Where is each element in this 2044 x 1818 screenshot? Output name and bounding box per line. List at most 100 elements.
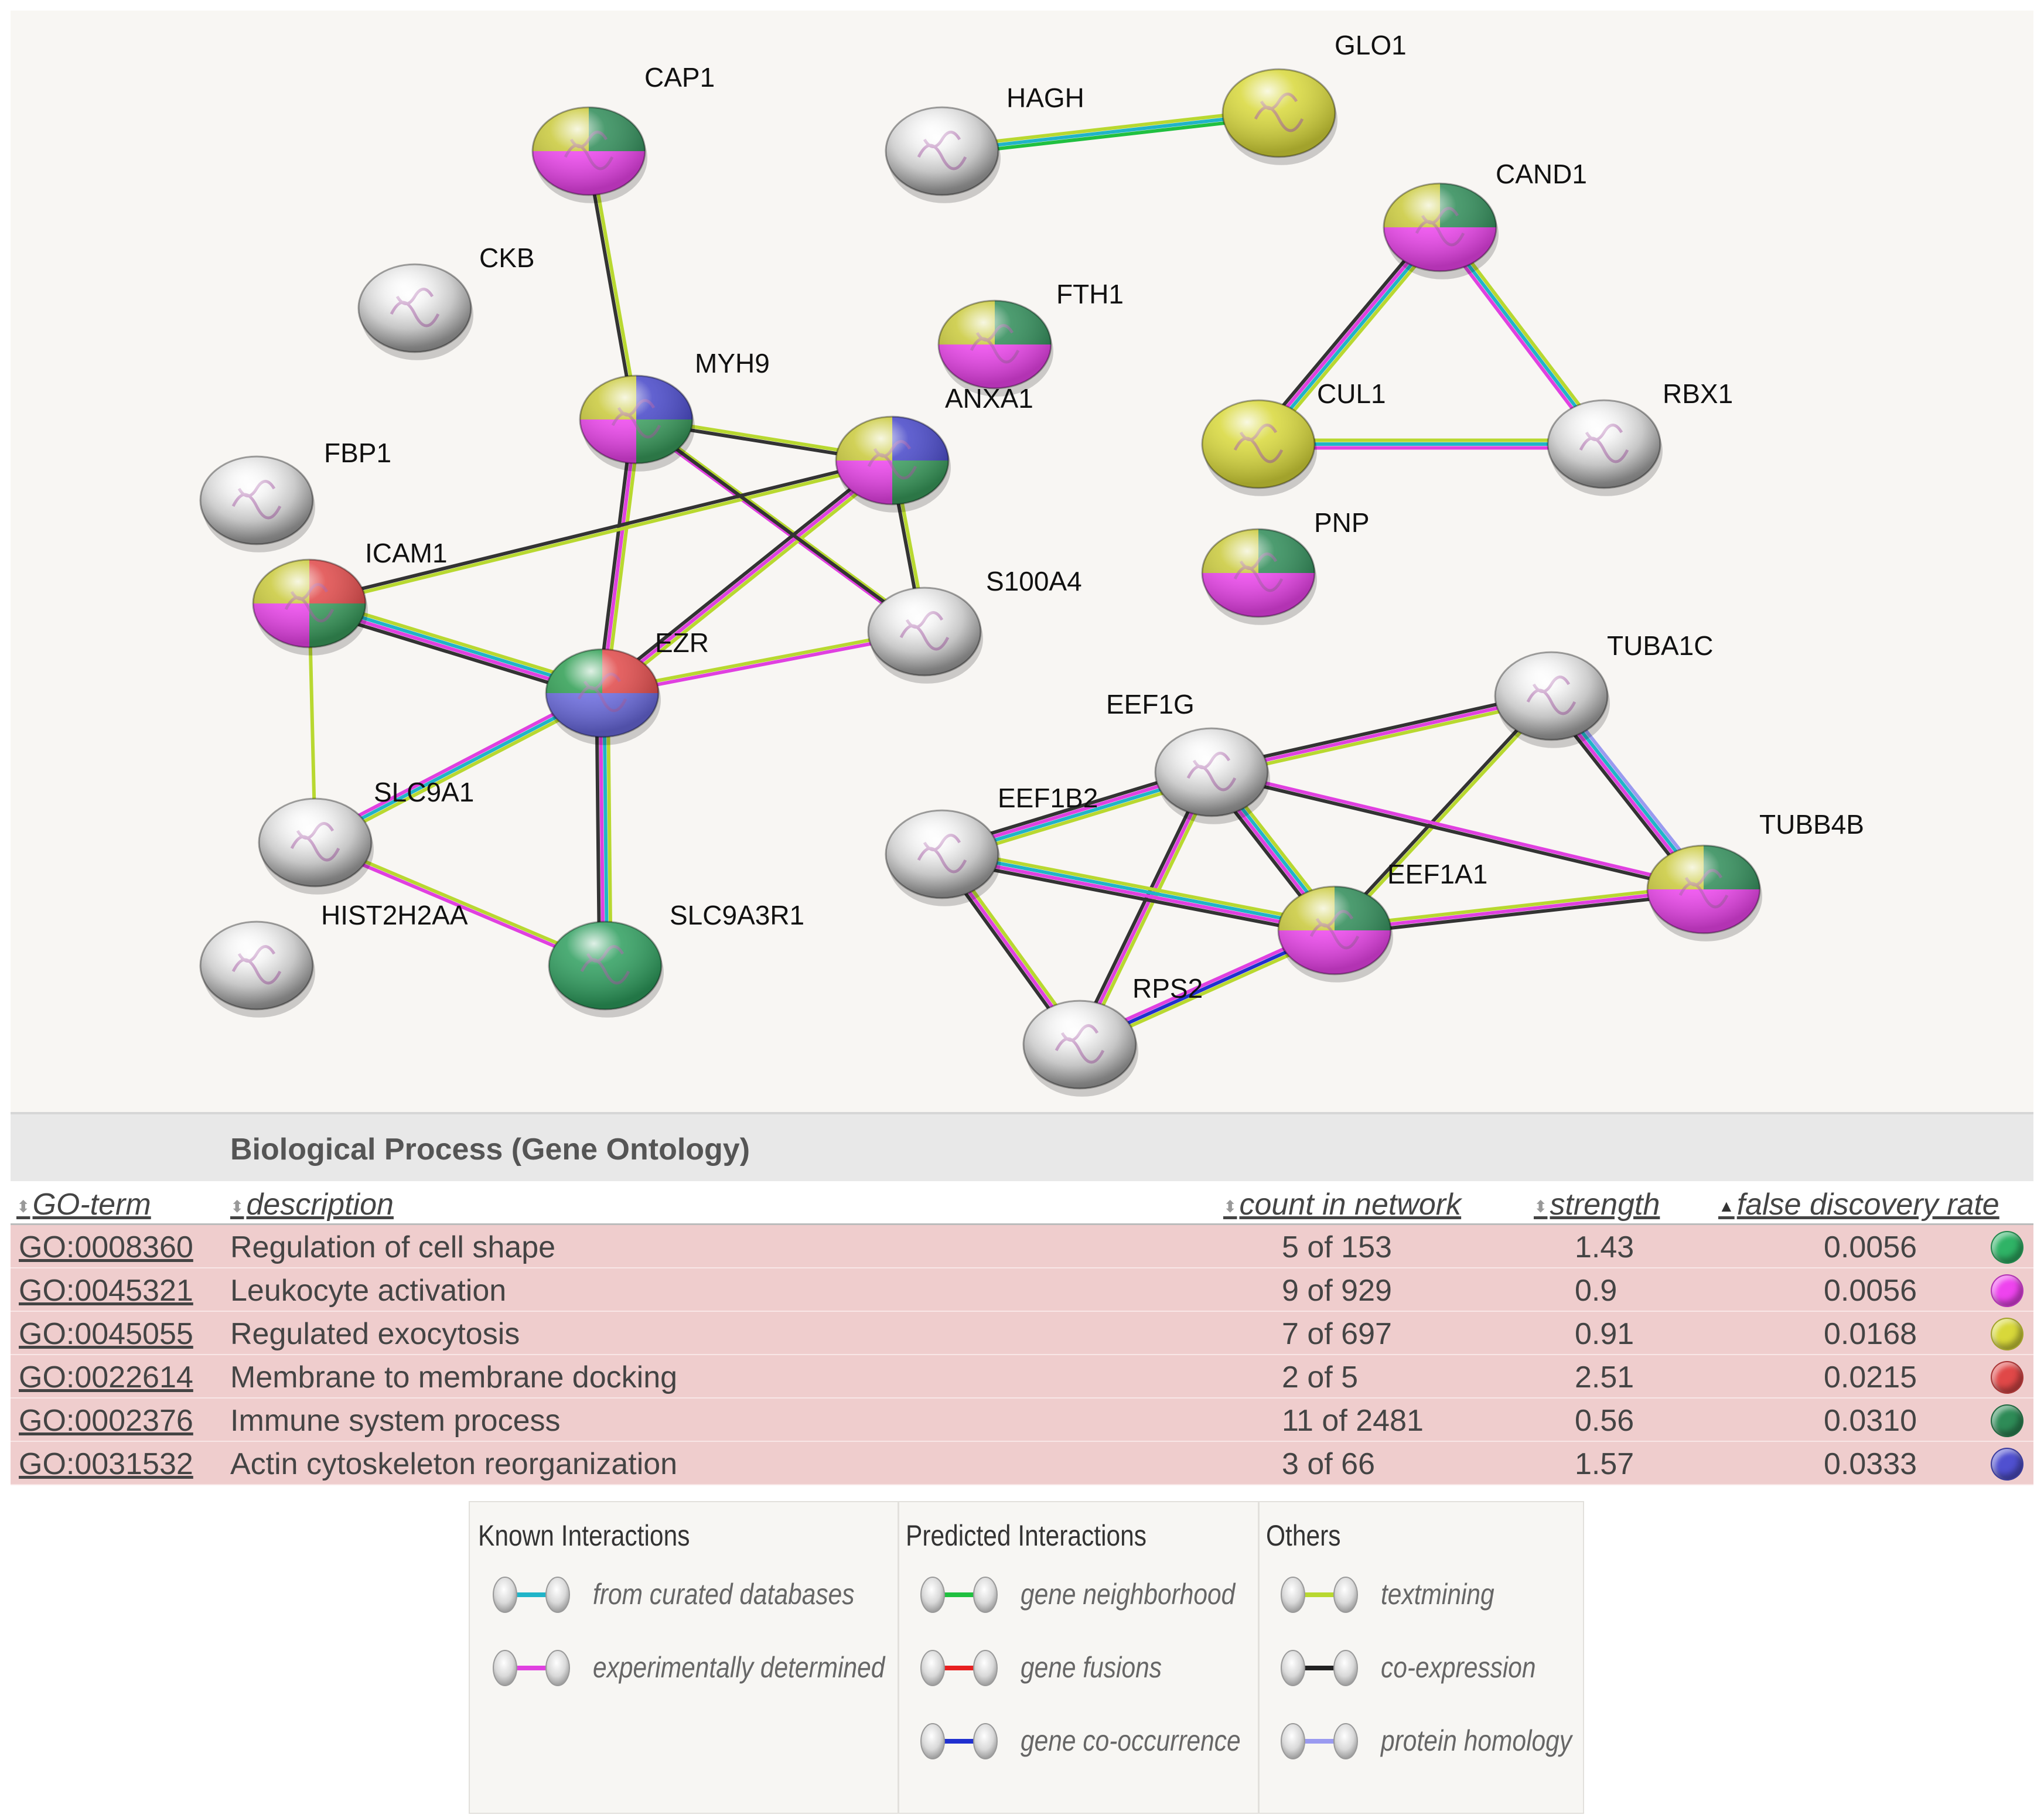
column-header-strength[interactable]: ⬍strength xyxy=(1534,1187,1660,1222)
node-ezr[interactable]: EZR xyxy=(529,620,709,766)
edge-eef1g-tubb4b[interactable] xyxy=(1210,768,1705,893)
edge-line-coexpression xyxy=(585,151,636,421)
column-header-go-term[interactable]: ⬍GO-term xyxy=(16,1187,151,1222)
go-section-title: Biological Process (Gene Ontology) xyxy=(230,1133,750,1166)
column-header-fdr[interactable]: ▲false discovery rate xyxy=(1718,1187,1999,1222)
edge-line-coexpression xyxy=(308,456,892,603)
edge-cap1-myh9[interactable] xyxy=(585,150,640,421)
node-cap1[interactable]: CAP1 xyxy=(516,62,715,224)
column-header-description[interactable]: ⬍description xyxy=(230,1187,394,1222)
go-term-link[interactable]: GO:0045321 xyxy=(19,1274,193,1308)
go-fdr: 0.0168 xyxy=(1824,1317,1917,1351)
color-swatch-toggle[interactable] xyxy=(1991,1318,2023,1350)
color-swatch-toggle[interactable] xyxy=(1991,1404,2023,1437)
node-rbx1[interactable]: RBX1 xyxy=(1547,378,1733,496)
node-slc9a3r1[interactable]: SLC9A3R1 xyxy=(548,900,804,1018)
legend-item-label: gene fusions xyxy=(1021,1651,1162,1684)
edge-hagh-glo1[interactable] xyxy=(941,107,1280,157)
edge-line-textmining xyxy=(1335,696,1554,933)
node-myh9[interactable]: MYH9 xyxy=(563,346,770,493)
edge-eef1b2-eef1a1[interactable] xyxy=(940,847,1336,938)
edge-myh9-ezr[interactable] xyxy=(596,418,642,694)
edge-line-experimental xyxy=(634,419,924,635)
node-eef1b2[interactable]: EEF1B2 xyxy=(885,783,1098,906)
node-tuba1c[interactable]: TUBA1C xyxy=(1494,630,1713,748)
go-description: Leukocyte activation xyxy=(230,1274,507,1308)
edge-line-experimental xyxy=(598,693,605,966)
go-term-link[interactable]: GO:0022614 xyxy=(19,1360,193,1394)
node-glo1[interactable]: GLO1 xyxy=(1221,30,1407,165)
go-count: 3 of 66 xyxy=(1282,1447,1376,1481)
edge-myh9-s100a4[interactable] xyxy=(634,416,927,635)
legend-edge-icon xyxy=(493,1577,570,1613)
edge-line-experimental xyxy=(1334,888,1704,932)
node-hist2h2aa[interactable]: HIST2H2AA xyxy=(199,900,468,1018)
column-header-count[interactable]: ⬍count in network xyxy=(1223,1187,1461,1222)
edge-line-textmining xyxy=(1212,698,1553,778)
edge-ezr-slc9a1[interactable] xyxy=(312,688,605,848)
edge-anxa1-ezr[interactable] xyxy=(599,456,896,698)
node-eef1g[interactable]: EEF1G xyxy=(1106,689,1270,824)
go-table-header: ⬍GO-term ⬍description ⬍count in network … xyxy=(11,1181,2033,1225)
edge-line-coexpression xyxy=(635,418,926,633)
node-gloss xyxy=(357,263,472,353)
node-cul1[interactable]: CUL1 xyxy=(1201,378,1386,496)
node-s100a4[interactable]: S100A4 xyxy=(867,566,1082,684)
edge-eef1a1-tubb4b[interactable] xyxy=(1333,884,1705,936)
go-term-link[interactable]: GO:0008360 xyxy=(19,1230,193,1264)
edge-line-textmining xyxy=(606,693,613,966)
node-icam1[interactable]: ICAM1 xyxy=(236,530,448,677)
legend-node-icon xyxy=(545,1650,570,1686)
node-cand1[interactable]: CAND1 xyxy=(1367,154,1587,301)
node-slc9a1[interactable]: SLC9A1 xyxy=(258,777,474,895)
node-gloss xyxy=(548,920,663,1011)
edge-cul1-rbx1[interactable] xyxy=(1258,438,1604,450)
table-row[interactable]: GO:0031532 Actin cytoskeleton reorganizat… xyxy=(11,1442,2033,1485)
edge-ezr-slc9a3r1[interactable] xyxy=(595,693,613,966)
edge-line-experimental xyxy=(941,854,1335,934)
color-swatch-toggle[interactable] xyxy=(1991,1361,2023,1394)
go-description: Immune system process xyxy=(230,1404,561,1438)
node-label-cand1: CAND1 xyxy=(1496,159,1587,189)
edge-anxa1-icam1[interactable] xyxy=(308,456,893,608)
node-label-myh9: MYH9 xyxy=(695,348,770,378)
color-swatch-toggle[interactable] xyxy=(1991,1231,2023,1264)
go-strength: 0.9 xyxy=(1575,1274,1618,1308)
go-description: Regulation of cell shape xyxy=(230,1230,556,1264)
legend-edge-icon xyxy=(920,1650,998,1686)
legend-node-icon xyxy=(920,1723,945,1759)
color-swatch-toggle[interactable] xyxy=(1991,1274,2023,1307)
node-hagh[interactable]: HAGH xyxy=(885,83,1084,203)
edge-line-coexpression xyxy=(1335,891,1705,936)
node-ckb[interactable]: CKB xyxy=(357,243,535,360)
node-gloss xyxy=(1547,399,1661,489)
go-term-link[interactable]: GO:0045055 xyxy=(19,1317,193,1351)
node-pnp[interactable]: PNP xyxy=(1185,500,1370,646)
edge-eef1g-rps2[interactable] xyxy=(1074,769,1217,1048)
edge-myh9-s100a4[interactable] xyxy=(635,418,926,633)
go-description: Actin cytoskeleton reorganization xyxy=(230,1447,678,1481)
legend-node-icon xyxy=(920,1650,945,1686)
node-gloss xyxy=(199,920,314,1011)
edge-tuba1c-eef1a1[interactable] xyxy=(1332,693,1554,933)
node-gloss xyxy=(1201,528,1316,618)
edge-tuba1c-eef1g[interactable] xyxy=(1210,690,1553,778)
edge-line-coexpression xyxy=(1210,690,1551,770)
go-term-link[interactable]: GO:0002376 xyxy=(19,1404,193,1438)
go-term-link[interactable]: GO:0031532 xyxy=(19,1447,193,1481)
edge-line-experimental xyxy=(1211,694,1552,774)
legend-item: experimentally determined xyxy=(487,1645,892,1691)
node-rps2[interactable]: RPS2 xyxy=(1022,973,1203,1097)
color-swatch-toggle[interactable] xyxy=(1991,1448,2023,1481)
node-anxa1[interactable]: ANXA1 xyxy=(819,383,1033,534)
edge-line-experimental xyxy=(601,459,893,695)
node-fbp1[interactable]: FBP1 xyxy=(199,438,391,552)
